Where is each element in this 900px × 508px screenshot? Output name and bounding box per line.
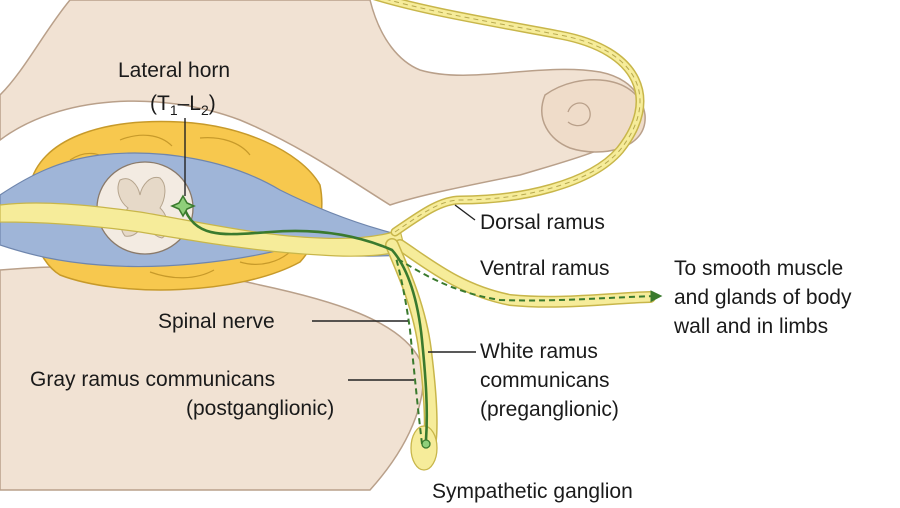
label-target-line1: To smooth muscle bbox=[674, 257, 843, 280]
label-lateral-horn: Lateral horn bbox=[118, 59, 230, 82]
label-spinal-nerve: Spinal nerve bbox=[158, 310, 275, 333]
label-target-line3: wall and in limbs bbox=[673, 315, 828, 338]
ganglion-neuron-icon bbox=[422, 440, 430, 448]
label-ventral-ramus: Ventral ramus bbox=[480, 257, 610, 280]
label-sympathetic-ganglion: Sympathetic ganglion bbox=[432, 480, 633, 503]
label-white-ramus-line3: (preganglionic) bbox=[480, 398, 619, 421]
label-gray-ramus-line1: Gray ramus communicans bbox=[30, 368, 275, 391]
label-target-line2: and glands of body bbox=[674, 286, 852, 309]
leader-dorsal-ramus bbox=[455, 205, 475, 220]
label-white-ramus-line2: communicans bbox=[480, 369, 610, 392]
label-dorsal-ramus: Dorsal ramus bbox=[480, 211, 605, 234]
label-gray-ramus-line2: (postganglionic) bbox=[186, 397, 334, 420]
label-white-ramus-line1: White ramus bbox=[480, 340, 598, 363]
